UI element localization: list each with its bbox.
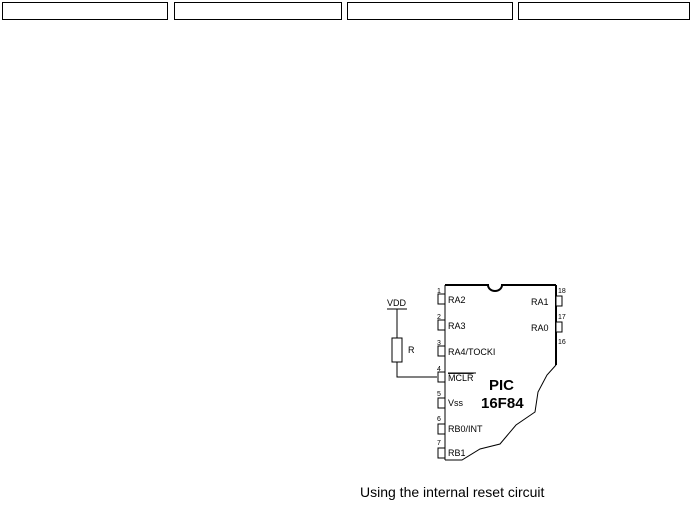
pin-5-number: 5 [437, 391, 441, 398]
pin-2-name: RA3 [448, 321, 466, 331]
pin-3-name: RA4/TOCKI [448, 347, 495, 357]
pin-3-number: 3 [437, 340, 441, 347]
pin-7-box [437, 447, 446, 459]
pin-16-number: 16 [558, 339, 566, 346]
chip-name-line1: PIC [489, 377, 514, 394]
pin-17-number: 17 [558, 314, 566, 321]
pin-18-name: RA1 [531, 297, 549, 307]
left-pin-boxes [437, 293, 446, 459]
resistor-symbol [391, 337, 403, 363]
resistor-label: R [408, 345, 415, 355]
pin-2-number: 2 [437, 314, 441, 321]
header-tab-4[interactable] [518, 2, 690, 20]
pin-5-box [437, 397, 446, 409]
pin-4-name: MCLR [448, 373, 474, 383]
pin-1-number: 1 [437, 288, 441, 295]
mclr-wire [396, 362, 437, 378]
pin-4-number: 4 [437, 366, 441, 373]
pin-3-box [437, 345, 446, 357]
pin-1-name: RA2 [448, 295, 466, 305]
chip-name-line2: 16F84 [481, 395, 524, 412]
pin-6-box [437, 423, 446, 435]
header-tab-3[interactable] [347, 2, 513, 20]
pin-7-name: RB1 [448, 448, 466, 458]
figure-caption: Using the internal reset circuit [360, 484, 545, 500]
header-tab-bar [2, 2, 690, 22]
pin-6-name: RB0/INT [448, 424, 483, 434]
pin-5-name: Vss [448, 398, 464, 408]
pin-4-box [437, 371, 446, 383]
chip-torn-edge [445, 364, 557, 461]
pin-1-box [437, 293, 446, 305]
pin-7-number: 7 [437, 440, 441, 447]
chip-top-edge [445, 284, 556, 292]
pin-2-box [437, 319, 446, 331]
vdd-label: VDD [387, 298, 407, 308]
header-tab-1[interactable] [2, 2, 168, 20]
pin-17-name: RA0 [531, 323, 549, 333]
pin-6-number: 6 [437, 416, 441, 423]
right-pin-boxes [555, 295, 563, 333]
pin-18-box [555, 295, 563, 307]
pin-17-box [555, 321, 563, 333]
header-tab-2[interactable] [174, 2, 342, 20]
pin-18-number: 18 [558, 288, 566, 295]
